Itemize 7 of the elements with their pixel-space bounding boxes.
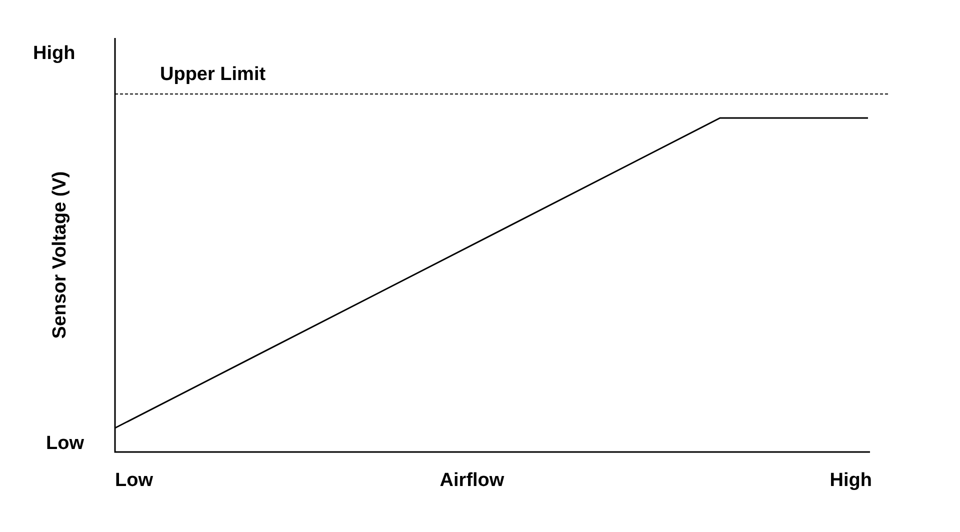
limit-label: Upper Limit xyxy=(160,65,266,84)
axis-title: Airflow xyxy=(440,471,504,490)
axis-label: Low xyxy=(46,434,84,453)
axis-label: High xyxy=(830,471,872,490)
axis-label: High xyxy=(33,44,76,63)
axis-title: Sensor Voltage (V) xyxy=(50,171,70,339)
axis-label: Low xyxy=(115,471,153,490)
